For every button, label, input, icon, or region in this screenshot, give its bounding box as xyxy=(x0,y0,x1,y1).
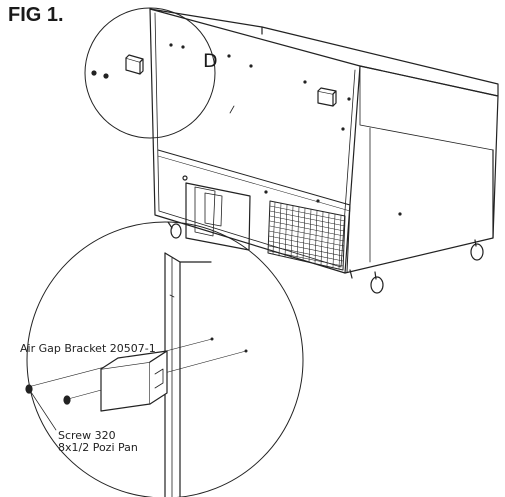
figure-label: FIG 1. xyxy=(8,4,64,26)
air-gap-bracket xyxy=(100,350,168,412)
leader-lines xyxy=(28,388,57,431)
caster-wheels xyxy=(167,221,484,294)
panel-edge-detail xyxy=(164,252,212,497)
prep-table-unit xyxy=(149,8,499,294)
vent-grille xyxy=(267,200,346,271)
detail-label: D xyxy=(203,50,218,72)
screw-callout-line2: 8x1/2 Pozi Pan xyxy=(58,441,138,454)
top-detail-circle xyxy=(84,7,216,139)
screw-callout-line1: Screw 320 xyxy=(58,429,116,442)
bottom-detail-circle xyxy=(26,221,304,497)
top-detail-bracket xyxy=(91,54,144,79)
bracket-callout: Air Gap Bracket 20507-1 xyxy=(20,342,156,355)
